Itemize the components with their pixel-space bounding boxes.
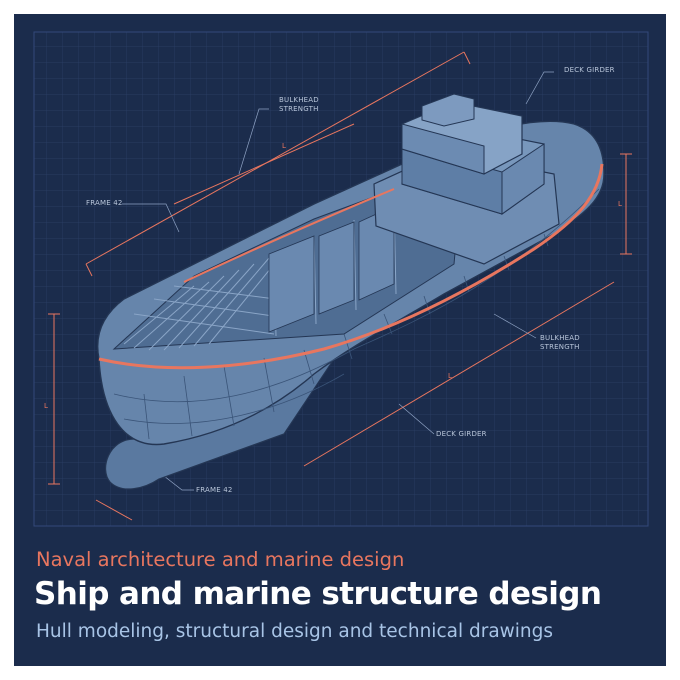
label-deck-girder-bottom: DECK GIRDER bbox=[436, 430, 487, 438]
dimension-lines bbox=[48, 51, 632, 521]
dimension-label-l-right: L bbox=[618, 200, 623, 208]
label-frame-left: FRAME 42 bbox=[86, 199, 123, 207]
poster-card: DECK GIRDER BULKHEAD STRENGTH FRAME 42 B… bbox=[14, 14, 666, 666]
wheelhouse bbox=[401, 93, 523, 175]
tagline: Hull modeling, structural design and tec… bbox=[36, 621, 554, 642]
label-deck-girder-top: DECK GIRDER bbox=[564, 66, 615, 74]
label-bulkhead-top: BULKHEAD STRENGTH bbox=[279, 96, 319, 113]
dimension-label-l-left: L bbox=[44, 402, 49, 410]
page-title: Ship and marine structure design bbox=[34, 576, 602, 612]
leader-lines bbox=[122, 71, 554, 491]
hull-frame-lines bbox=[113, 188, 600, 440]
label-frame-bottom: FRAME 42 bbox=[196, 486, 233, 494]
dimension-label-l-bottom: L bbox=[448, 372, 453, 380]
gunwale-accent-line bbox=[98, 163, 604, 370]
ship-blueprint-illustration bbox=[33, 31, 649, 527]
dimension-label-l-top: L bbox=[282, 142, 287, 150]
subtitle: Naval architecture and marine design bbox=[36, 548, 405, 571]
label-bulkhead-right: BULKHEAD STRENGTH bbox=[540, 334, 580, 351]
